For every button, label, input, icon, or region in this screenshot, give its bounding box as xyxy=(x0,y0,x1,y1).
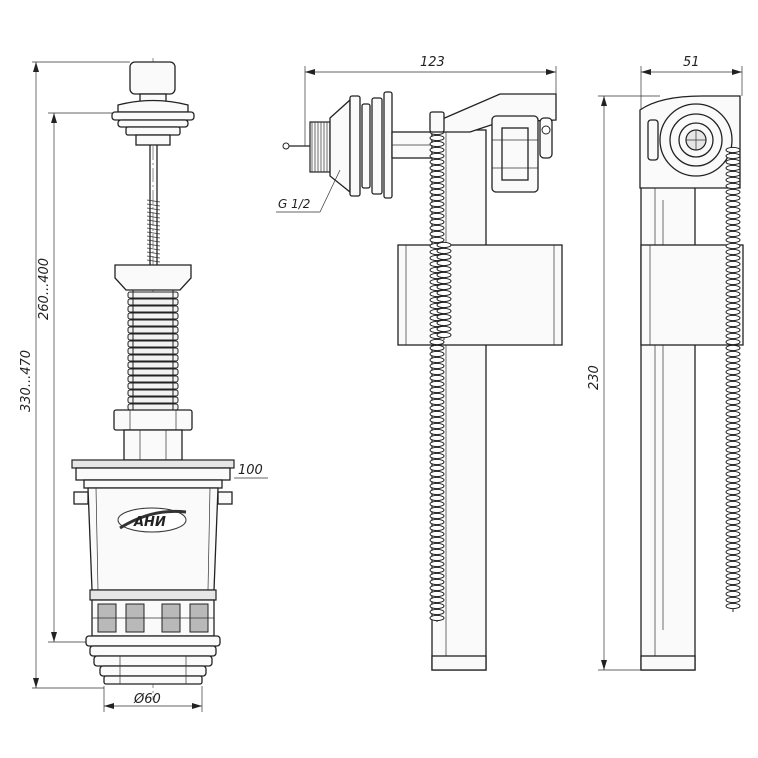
adjuster-rod-front xyxy=(725,146,741,612)
dim-thread: G 1/2 xyxy=(278,197,310,211)
dim-overall-height: 330...470 xyxy=(19,350,34,412)
dim-stem-height: 260...400 xyxy=(37,258,52,320)
adjuster-rod xyxy=(429,128,452,622)
dim-base-diameter: Ø60 xyxy=(133,692,161,707)
svg-text:АНИ: АНИ xyxy=(133,515,166,530)
valve-housing xyxy=(87,487,219,591)
dim-valve-depth: 51 xyxy=(683,55,700,70)
dim-tank-ref: 100 xyxy=(238,463,263,478)
lower-cage xyxy=(91,599,215,637)
bellows xyxy=(127,290,179,411)
lock-nut xyxy=(113,409,193,431)
dim-valve-height: 230 xyxy=(587,365,602,390)
stem-thread xyxy=(146,199,161,263)
flush-valve-view: АНИ 330...470 260...400 xyxy=(19,58,268,712)
inlet-thread xyxy=(309,121,331,173)
float xyxy=(397,244,563,346)
dim-inlet-width: 123 xyxy=(420,55,445,70)
fill-valve-front-view: 51 230 xyxy=(587,55,744,671)
fill-valve-side-view: 123 G 1/2 xyxy=(276,55,563,671)
brand-logo: АНИ xyxy=(117,507,187,533)
push-button xyxy=(129,61,176,95)
